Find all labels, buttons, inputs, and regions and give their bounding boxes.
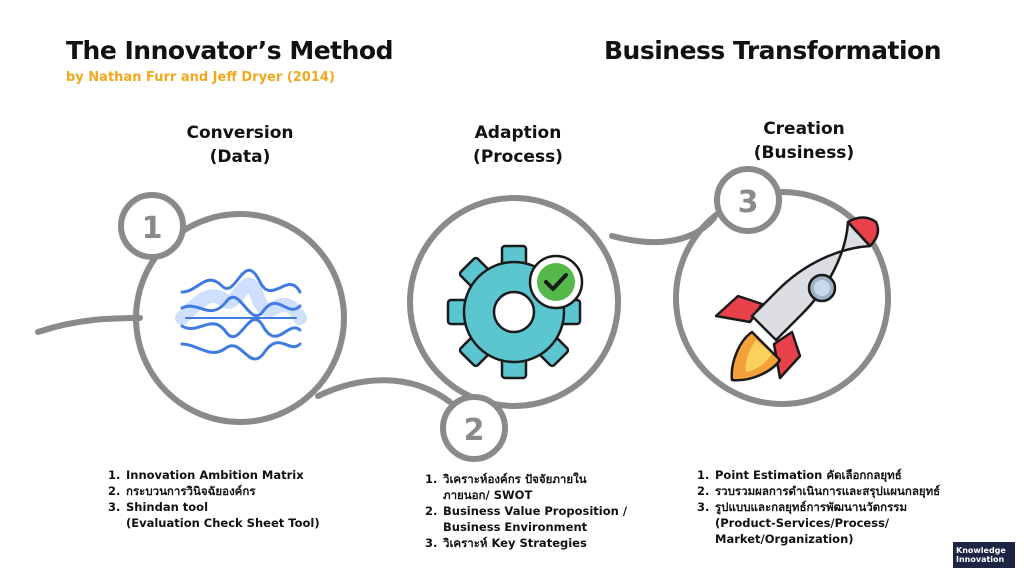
list-item-number: 1. [697, 468, 710, 482]
sound-wave-icon [175, 268, 307, 361]
stage-3-number-badge: 3 [714, 166, 782, 234]
list-item: 2. กระบวนการวินิจฉัยองค์กร [108, 483, 408, 499]
knowledge-innovation-logo: Knowledge Innovation [953, 542, 1015, 568]
list-item: 1. Innovation Ambition Matrix [108, 467, 408, 483]
list-item: (Evaluation Check Sheet Tool) [108, 515, 408, 531]
stage-2-number-badge: 2 [440, 394, 508, 462]
stage-3-circle [673, 189, 891, 407]
connector-1-2 [315, 377, 453, 405]
list-item: (Product-Services/Process/ [697, 515, 997, 531]
stage-1-title: Conversion [186, 123, 294, 143]
list-item-text: Innovation Ambition Matrix [126, 468, 304, 482]
list-item: 2. รวบรวมผลการดำเนินการและสรุปแผนกลยุทธ์ [697, 483, 997, 499]
list-item-number: 3. [697, 500, 710, 514]
main-title: The Innovator’s Method [66, 36, 394, 65]
stage-3-subtitle: (Business) [753, 143, 855, 163]
list-item-text: Shindan tool [126, 500, 209, 514]
stage-1-number: 1 [142, 211, 163, 246]
list-item-text: วิเคราะห์ Key Strategies [443, 536, 587, 550]
stage-1-heading: Conversion (Data) [140, 121, 340, 169]
logo-line-1: Knowledge [956, 546, 1006, 555]
list-item-text: (Product-Services/Process/ [715, 516, 890, 530]
stage-1-number-badge: 1 [118, 192, 186, 260]
list-item-text: (Evaluation Check Sheet Tool) [126, 516, 320, 530]
list-item-number: 2. [425, 504, 438, 518]
list-item-text: Point Estimation คัดเลือกกลยุทธ์ [715, 468, 902, 482]
list-item-text: กระบวนการวินิจฉัยองค์กร [126, 484, 256, 498]
stage-3-tools-list: 1. Point Estimation คัดเลือกกลยุทธ์ 2. รวบ… [697, 467, 997, 547]
stage-3-title: Creation [763, 119, 845, 139]
list-item: ภายนอก/ SWOT [425, 487, 665, 503]
list-item-number: 2. [108, 484, 121, 498]
stage-2-title: Adaption [474, 123, 562, 143]
list-item-number: 1. [108, 468, 121, 482]
stage-2-number: 2 [464, 413, 485, 448]
gear-check-icon [446, 244, 584, 380]
list-item: 1. วิเคราะห์องค์กร ปัจจัยภายใน [425, 471, 665, 487]
list-item-number: 1. [425, 472, 438, 486]
list-item: Business Environment [425, 519, 665, 535]
rocket-icon [714, 216, 880, 382]
list-item: 1. Point Estimation คัดเลือกกลยุทธ์ [697, 467, 997, 483]
list-item-text: Market/Organization) [715, 532, 854, 546]
list-item-text: Business Environment [443, 520, 588, 534]
stage-2-subtitle: (Process) [473, 147, 563, 167]
list-item: 2. Business Value Proposition / [425, 503, 665, 519]
stage-2-tools-list: 1. วิเคราะห์องค์กร ปัจจัยภายใน ภายนอก/ SW… [425, 471, 665, 551]
list-item-number: 3. [108, 500, 121, 514]
list-item-text: รวบรวมผลการดำเนินการและสรุปแผนกลยุทธ์ [715, 484, 941, 498]
stage-1-circle [133, 211, 347, 425]
list-item: 3. วิเคราะห์ Key Strategies [425, 535, 665, 551]
list-item: 3. รูปแบบและกลยุทธ์การพัฒนานวัตกรรม [697, 499, 997, 515]
list-item-number: 2. [697, 484, 710, 498]
logo-line-2: Innovation [956, 555, 1005, 564]
list-item-text: Business Value Proposition / [443, 504, 628, 518]
list-item-text: ภายนอก/ SWOT [443, 488, 533, 502]
entry-connector [35, 315, 143, 335]
list-item-text: รูปแบบและกลยุทธ์การพัฒนานวัตกรรม [715, 500, 908, 514]
list-item: Market/Organization) [697, 531, 997, 547]
stage-2-circle [407, 195, 621, 409]
stage-1-subtitle: (Data) [209, 147, 271, 167]
right-title: Business Transformation [604, 36, 942, 65]
stage-3-number: 3 [738, 185, 759, 220]
list-item: 3. Shindan tool [108, 499, 408, 515]
list-item-text: วิเคราะห์องค์กร ปัจจัยภายใน [443, 472, 587, 486]
subtitle: by Nathan Furr and Jeff Dryer (2014) [66, 70, 335, 85]
stage-3-heading: Creation (Business) [704, 117, 904, 165]
stage-2-heading: Adaption (Process) [418, 121, 618, 169]
list-item-number: 3. [425, 536, 438, 550]
stage-1-tools-list: 1. Innovation Ambition Matrix 2. กระบวนการ… [108, 467, 408, 531]
